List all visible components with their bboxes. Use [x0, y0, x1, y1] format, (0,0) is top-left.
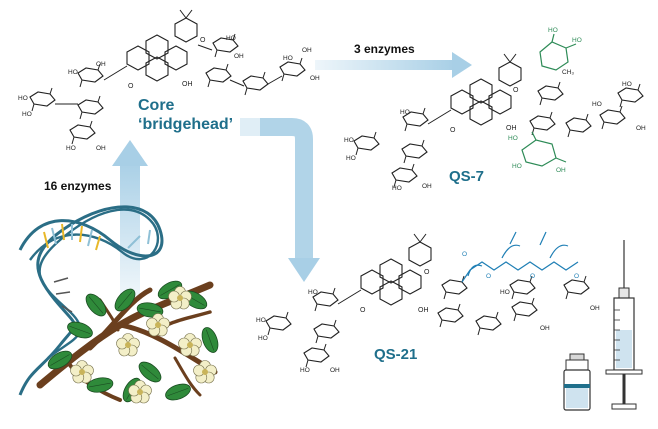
- svg-text:HO: HO: [500, 289, 510, 296]
- svg-text:CH₃: CH₃: [562, 69, 574, 76]
- svg-text:HO: HO: [18, 95, 28, 102]
- svg-text:HO: HO: [258, 335, 268, 342]
- svg-text:OH: OH: [418, 307, 429, 314]
- svg-text:OH: OH: [556, 167, 566, 174]
- svg-text:OH: OH: [96, 61, 106, 68]
- svg-text:OH: OH: [96, 145, 106, 152]
- qs7-label: QS-7: [449, 168, 485, 185]
- svg-text:O: O: [486, 273, 491, 280]
- svg-text:O: O: [574, 273, 579, 280]
- svg-text:HO: HO: [572, 37, 582, 44]
- svg-text:OH: OH: [234, 53, 244, 60]
- dna-helix-icon: [18, 205, 164, 396]
- svg-text:OH: OH: [540, 325, 550, 332]
- svg-text:HO: HO: [226, 35, 236, 42]
- svg-text:HO: HO: [592, 101, 602, 108]
- core-label-line2: ‘bridgehead’: [138, 116, 234, 133]
- svg-text:HO: HO: [68, 69, 78, 76]
- svg-text:HO: HO: [283, 55, 293, 62]
- svg-text:HO: HO: [548, 27, 558, 34]
- svg-text:HO: HO: [300, 367, 310, 374]
- qs21-label: QS-21: [374, 346, 418, 363]
- svg-text:OH: OH: [590, 305, 600, 312]
- syringe-icon: [605, 240, 643, 410]
- svg-text:OH: OH: [506, 125, 517, 132]
- svg-text:HO: HO: [344, 137, 354, 144]
- svg-text:O: O: [424, 269, 430, 276]
- arrow-16-enzymes: [112, 140, 148, 300]
- svg-text:O: O: [450, 127, 456, 134]
- svg-text:O: O: [360, 307, 366, 314]
- core-bridgehead-label: Core ‘bridgehead’: [138, 96, 233, 134]
- qs7-structure: O OH O HO HO OH HO HO CH₃ HO HO OH HO HO: [344, 27, 646, 192]
- arrow-3-enzymes: [315, 52, 472, 78]
- svg-text:HO: HO: [400, 109, 410, 116]
- qs21-structure: O OH O OH HO OH O O O O HO HO HO OH: [256, 231, 600, 374]
- svg-text:OH: OH: [182, 81, 193, 88]
- enzymes-16-label: 16 enzymes: [44, 179, 112, 193]
- svg-text:HO: HO: [22, 111, 32, 118]
- svg-text:HO: HO: [508, 135, 518, 142]
- vial-icon: [563, 353, 591, 411]
- svg-text:O: O: [200, 37, 206, 44]
- svg-text:OH: OH: [636, 125, 646, 132]
- svg-text:HO: HO: [622, 81, 632, 88]
- enzymes-3-label: 3 enzymes: [354, 42, 415, 56]
- core-bridgehead-structure: O OH O HO OH HO OH OH HO OH HO HO HO OH: [18, 9, 320, 152]
- svg-text:OH: OH: [422, 183, 432, 190]
- svg-text:OH: OH: [302, 47, 312, 54]
- svg-text:HO: HO: [66, 145, 76, 152]
- svg-text:O: O: [462, 251, 467, 258]
- core-label-line1: Core: [138, 97, 175, 114]
- svg-text:HO: HO: [392, 185, 402, 192]
- svg-text:OH: OH: [330, 367, 340, 374]
- svg-text:O: O: [128, 83, 134, 90]
- svg-text:O: O: [530, 273, 535, 280]
- svg-text:HO: HO: [256, 317, 266, 324]
- svg-text:HO: HO: [512, 163, 522, 170]
- svg-text:OH: OH: [310, 75, 320, 82]
- arrow-to-qs21: [240, 118, 320, 282]
- plant-branch-icon: [36, 277, 222, 406]
- svg-text:HO: HO: [308, 289, 318, 296]
- svg-text:HO: HO: [346, 155, 356, 162]
- svg-text:O: O: [513, 87, 519, 94]
